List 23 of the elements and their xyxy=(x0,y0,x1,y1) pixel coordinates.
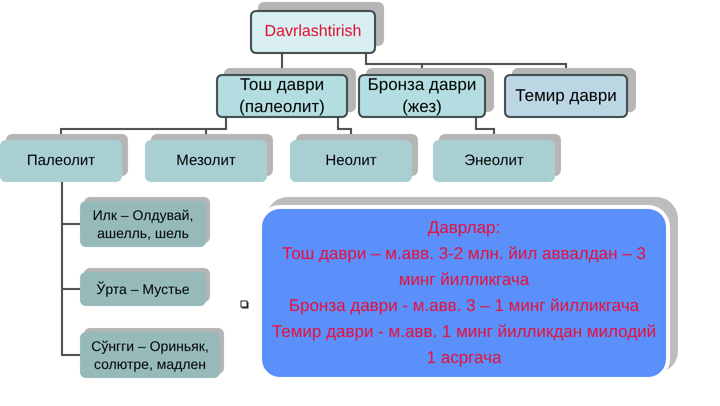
box-label: Сўнгги – Ориньяк, солютре, мадлен xyxy=(90,337,210,373)
box-label: Темир даври xyxy=(514,85,618,108)
box-label: Илк – Олдувай, ашелль, шель xyxy=(92,206,194,242)
box-label: Мезолит xyxy=(175,150,237,171)
box-label: Неолит xyxy=(324,150,378,171)
period-dates: Бронза даври - м.авв. 3 – 1 минг йилликгача xyxy=(288,295,640,317)
box-label: Тош даври (палеолит) xyxy=(238,74,326,118)
box-label: Бронза даври (жез) xyxy=(366,74,478,118)
period-box xyxy=(80,332,220,378)
period-box xyxy=(433,140,555,182)
box-label: Davrlashtirish xyxy=(264,22,362,42)
box-label: Ўрта – Мустье xyxy=(95,280,191,298)
period-box xyxy=(290,140,412,182)
period-dates: Темир даври - м.авв. 1 минг йилликдан милодий 1 асргача xyxy=(270,321,658,369)
period-box xyxy=(80,272,206,306)
connector-line xyxy=(61,182,80,356)
box-label: Палеолит xyxy=(26,150,96,171)
period-box xyxy=(80,201,206,247)
box-label: Энеолит xyxy=(463,150,525,171)
period-box xyxy=(0,140,122,182)
panel-heading: Даврлар: xyxy=(426,217,502,239)
period-dates: Тош даври – м.авв. 3-2 млн. йил аввалдан – 3 минг йилликгача xyxy=(281,243,647,291)
period-box xyxy=(145,140,267,182)
